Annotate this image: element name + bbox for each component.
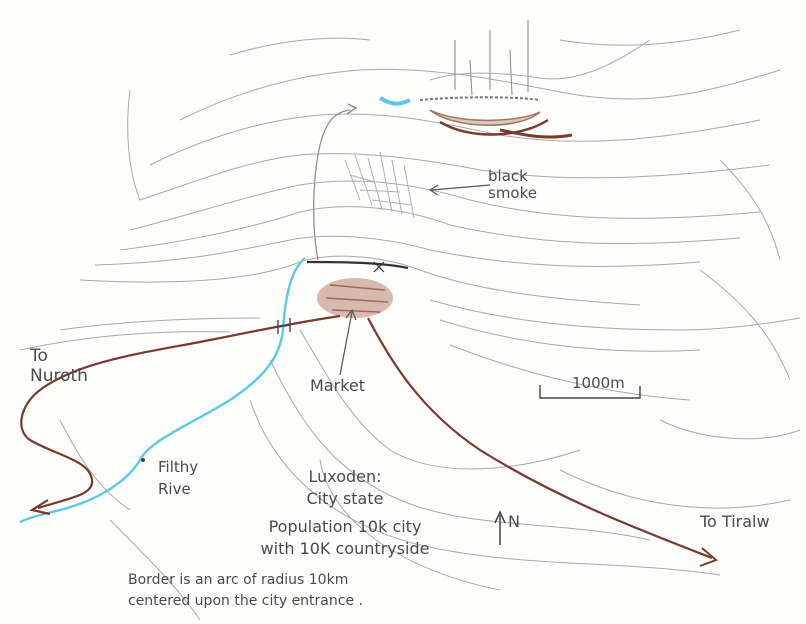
city-info: Luxoden: City state Population 10k city … [240,466,450,560]
contour-line [429,299,801,331]
bridge-icon [277,318,291,334]
nuroth-arrowhead [29,499,51,516]
settlement-edge [419,96,541,101]
population-line2: with 10K countryside [260,539,430,558]
smoke-pointer [431,184,491,191]
border-note: Border is an arc of radius 10km centered… [128,570,363,612]
black-smoke-line2: smoke [488,184,537,202]
market-pointer [339,311,353,376]
contour-line [129,180,761,231]
city-type: City state [306,489,384,508]
contour-line [249,399,721,576]
contour-line [109,519,201,621]
tiralw-arrowhead [699,547,718,567]
filthy-river-line1: Filthy [158,458,199,476]
scale-label: 1000m [572,374,625,392]
contour-line [319,459,501,591]
contour-line [719,159,781,261]
contour-line [269,359,651,541]
city-gate-mark [373,261,385,273]
river-label-dot [141,458,145,462]
contour-line [149,113,761,166]
contour-line [139,153,771,201]
contour-line [449,344,691,401]
border-line1: Border is an arc of radius 10km [128,572,349,588]
smoke-hatching [344,151,415,219]
contour-line [439,319,701,352]
settlement-road [439,118,549,136]
contour-line [559,469,791,509]
cliff-line [429,39,651,81]
contour-line [79,255,641,306]
contour-line [179,68,781,121]
cliff-hatching [454,20,529,96]
contour-line [127,89,141,201]
population-line1: Population 10k city [268,517,422,536]
spring [378,96,411,106]
city-streets [325,284,389,313]
contour-lines [19,29,801,621]
city-luxoden [306,260,409,318]
border-line2: centered upon the city entrance . [128,593,363,609]
contour-line [299,329,581,470]
upper-settlement [378,20,651,139]
contour-line [19,331,231,351]
black-smoke-label: black smoke [488,168,537,202]
to-tiralw-label: To Tiralw [700,512,770,531]
track-arrow [346,103,358,115]
contour-line [119,206,741,251]
market-pointer-head [345,308,357,321]
filthy-river-label: Filthy Rive [158,456,198,500]
to-nuroth-line2: Nuroth [30,366,88,386]
settlement-fill [429,109,541,126]
contour-line [59,317,261,331]
city-wall [306,260,409,270]
black-smoke-line1: black [488,167,528,185]
contour-line [59,419,131,511]
filthy-river-line2: Rive [158,480,191,498]
scale-bar [539,385,641,399]
contour-line [94,235,701,267]
north-arrow-icon [494,510,506,545]
to-nuroth-line1: To [30,346,48,366]
north-label: N [508,512,520,531]
smoke-pointer-head [428,184,439,196]
contour-line [559,29,741,46]
road-to-nuroth [20,314,341,510]
track-to-mine [313,109,351,261]
city-name: Luxoden: [308,467,382,486]
contour-line [699,269,791,381]
contour-line [659,419,801,440]
to-nuroth-label: To Nuroth [30,346,88,386]
city-area [317,278,393,318]
road-to-tiralw [367,317,713,560]
contour-line [229,37,371,56]
market-label: Market [310,376,365,395]
settlement-road [499,128,573,139]
